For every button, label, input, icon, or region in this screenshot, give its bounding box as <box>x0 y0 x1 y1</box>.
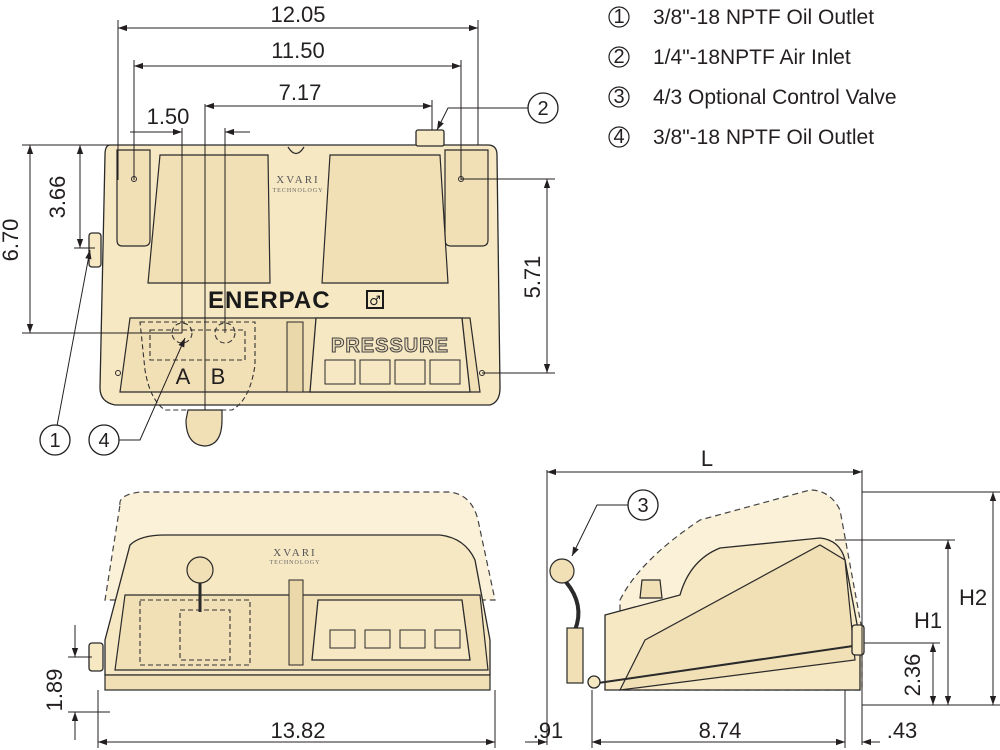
port-b-circle <box>214 322 236 344</box>
front-valve-hidden <box>139 599 251 666</box>
callout-3 <box>627 489 659 521</box>
leader-callout-2 <box>436 107 528 131</box>
dim-rear-overhang: .91 <box>533 718 564 743</box>
dim-mount-depth: 5.71 <box>520 256 545 299</box>
callout-2 <box>527 92 559 124</box>
left-recess <box>116 149 151 247</box>
enerpac-logo-mark <box>366 290 384 309</box>
right-window <box>321 154 449 284</box>
side-base-line <box>597 644 861 684</box>
legend: 1 3/8"-18 NPTF Oil Outlet 2 1/4"-18NPTF … <box>608 6 897 149</box>
legend-number-2: 2 <box>613 46 624 68</box>
left-window <box>147 154 271 284</box>
callout-3-label: 3 <box>637 495 648 517</box>
dim-inlet-offset: 7.17 <box>279 80 322 105</box>
callout-4-label: 4 <box>98 430 109 452</box>
air-inlet-fitting <box>415 129 445 147</box>
callout-1 <box>39 424 71 456</box>
dim-port-depth: 3.66 <box>45 176 70 219</box>
front-valve-knob <box>186 556 214 584</box>
callout-1-label: 1 <box>49 430 60 452</box>
front-valve-body <box>179 609 231 661</box>
front-view: XVARI TECHNOLOGY 13.82 1.89 <box>42 491 496 748</box>
port-b-label: B <box>211 364 226 389</box>
enerpac-logo: ENERPAC <box>208 287 331 314</box>
dim-depth: 6.70 <box>0 219 23 262</box>
top-view: XVARI TECHNOLOGY ENERPAC ♂ PRESSURE A B <box>0 2 559 456</box>
dim-front-height: 1.89 <box>42 669 67 712</box>
dim-front-width: 13.82 <box>270 718 325 743</box>
left-side-fitting <box>88 232 102 268</box>
side-filler-cap <box>639 579 663 599</box>
legend-item-4: 4 3/8"-18 NPTF Oil Outlet <box>608 126 874 149</box>
legend-number-4: 4 <box>613 126 624 148</box>
dim-front-overhang: .43 <box>887 718 918 743</box>
legend-text-3: 4/3 Optional Control Valve <box>653 86 897 109</box>
legend-text-2: 1/4"-18NPTF Air Inlet <box>653 46 851 69</box>
pressure-label: PRESSURE <box>331 335 449 357</box>
xvari-technology: TECHNOLOGY <box>273 188 324 194</box>
dim-overall-width: 12.05 <box>270 2 325 27</box>
right-recess <box>444 149 489 247</box>
center-fitting <box>286 321 304 393</box>
legend-text-4: 3/8"-18 NPTF Oil Outlet <box>653 126 874 149</box>
side-valve-lever <box>564 580 581 631</box>
front-center-fitting <box>288 579 304 666</box>
top-notch <box>287 146 305 155</box>
dim-port-height: 2.36 <box>900 654 925 697</box>
front-gauge-grille <box>329 629 461 649</box>
xvari-logo: XVARI <box>276 174 319 186</box>
valve-knob <box>185 409 223 447</box>
port-a-label: A <box>176 364 191 389</box>
front-gauge-box <box>311 599 471 661</box>
legend-item-2: 2 1/4"-18NPTF Air Inlet <box>608 46 851 69</box>
valve-block-hidden-2 <box>149 329 246 361</box>
valve-block-hidden <box>139 321 256 411</box>
legend-item-1: 1 3/8"-18 NPTF Oil Outlet <box>608 6 874 29</box>
front-xvari-logo: XVARI <box>273 547 316 559</box>
gauge-grille <box>324 359 461 385</box>
dim-base-length: 8.74 <box>699 718 742 743</box>
port-a-circle <box>171 322 193 344</box>
leader-callout-4 <box>119 337 186 441</box>
dim-h1: H1 <box>914 608 942 633</box>
dim-side-length: L <box>701 446 713 471</box>
side-valve-knob <box>549 558 575 584</box>
callout-2-label: 2 <box>537 98 548 120</box>
legend-text-1: 3/8"-18 NPTF Oil Outlet <box>653 6 874 29</box>
front-base <box>104 674 491 691</box>
side-roller <box>587 675 601 689</box>
enerpac-symbol-icon: ♂ <box>369 294 381 309</box>
leader-callout-1 <box>56 249 92 427</box>
front-xvari-technology: TECHNOLOGY <box>270 560 321 566</box>
side-view: L .91 8.74 .43 H2 H1 2.36 3 <box>525 446 1000 748</box>
side-valve-body <box>566 627 584 684</box>
legend-number-3: 3 <box>613 86 624 108</box>
dim-mount-width: 11.50 <box>271 38 324 63</box>
side-fitting <box>851 624 865 656</box>
dim-port-spacing: 1.50 <box>147 104 190 129</box>
dim-h2: H2 <box>959 585 987 610</box>
leader-callout-3 <box>571 504 628 557</box>
callout-4 <box>88 424 120 456</box>
legend-number-1: 1 <box>613 6 624 28</box>
legend-item-3: 3 4/3 Optional Control Valve <box>608 86 897 109</box>
